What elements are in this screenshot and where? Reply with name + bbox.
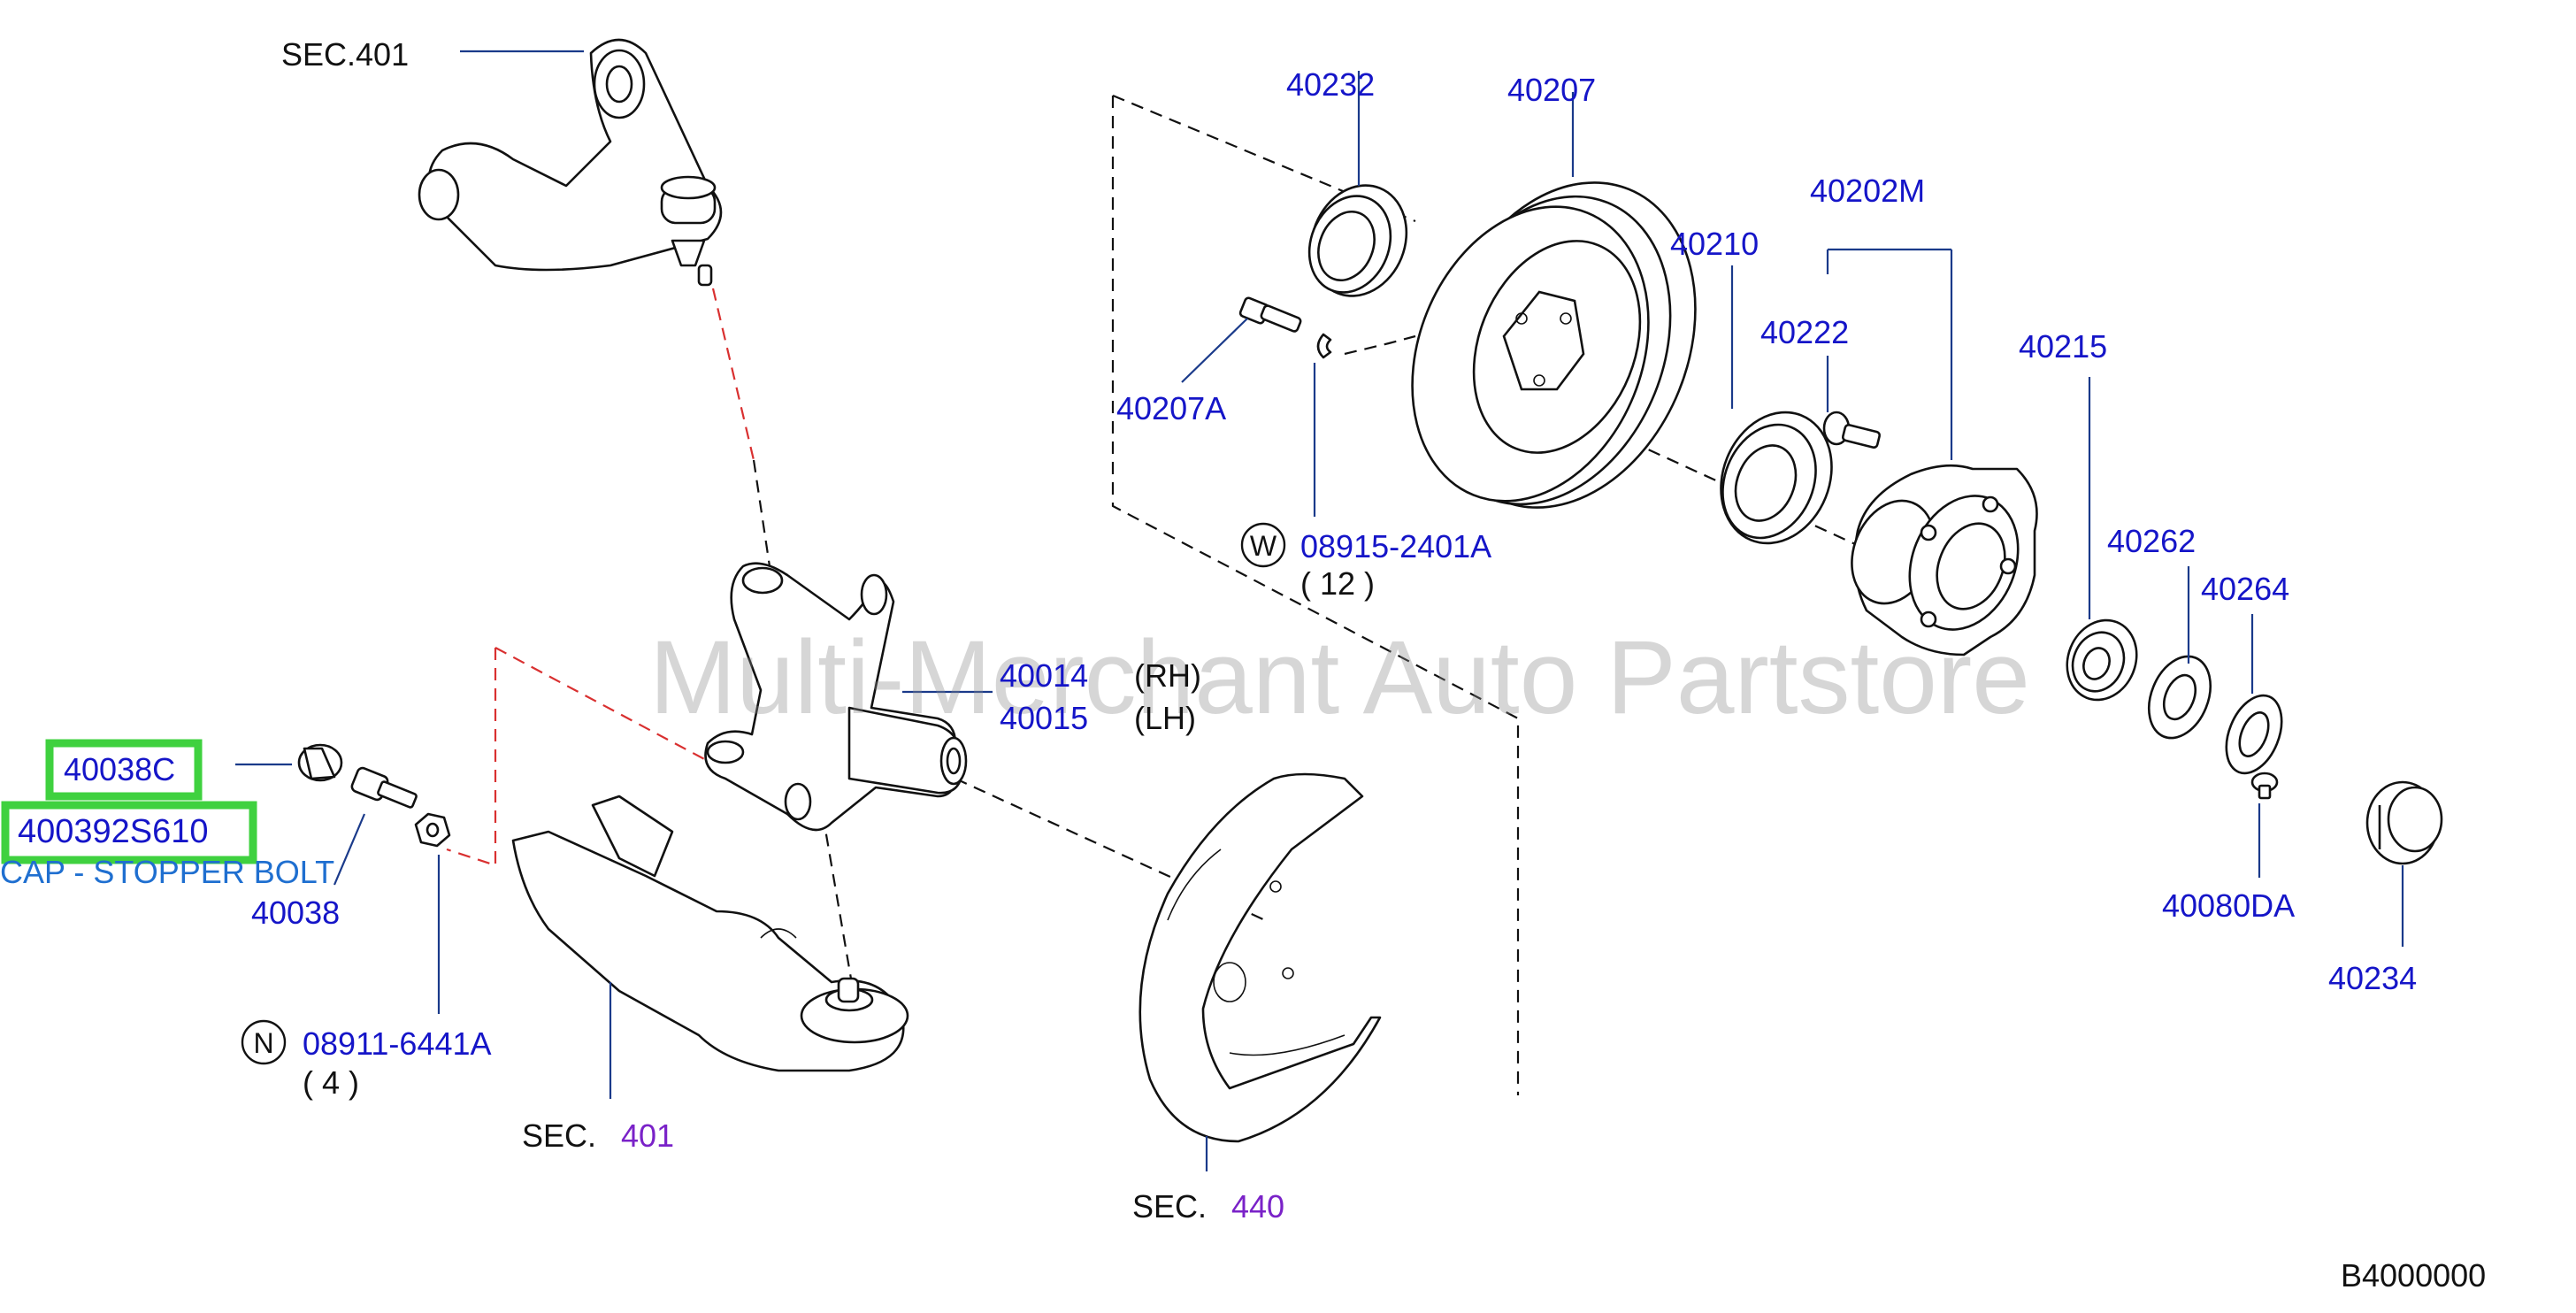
- label-40038[interactable]: 40038: [251, 895, 340, 931]
- w-symbol: W: [1240, 522, 1286, 568]
- oil-seal-40232-drawing: [1307, 184, 1408, 297]
- brake-rotor-drawing: [1411, 181, 1697, 509]
- label-sec440-prefix: SEC.: [1132, 1188, 1207, 1225]
- label-40210[interactable]: 40210: [1670, 226, 1759, 262]
- washer-08915-drawing: [1316, 333, 1332, 359]
- w-symbol-letter: W: [1250, 530, 1277, 562]
- label-cap-stopper-bolt: CAP - STOPPER BOLT: [0, 854, 334, 890]
- label-sec-bottom-prefix: SEC.: [522, 1117, 596, 1154]
- label-40234[interactable]: 40234: [2328, 960, 2417, 996]
- bearing-40215-drawing: [2066, 618, 2138, 702]
- steering-knuckle-drawing: [704, 562, 968, 832]
- washer-40262-drawing: [2148, 655, 2212, 740]
- upper-control-arm-drawing: [418, 38, 723, 287]
- label-40080da[interactable]: 40080DA: [2162, 887, 2295, 924]
- n-symbol-letter: N: [253, 1027, 273, 1059]
- diagram-code: B4000000: [2341, 1257, 2486, 1294]
- bearing-40210-drawing: [1720, 411, 1833, 545]
- label-40215[interactable]: 40215: [2019, 328, 2107, 365]
- wheel-hub-drawing: [1851, 464, 2038, 656]
- label-40202m[interactable]: 40202M: [1810, 173, 1925, 209]
- label-40038c[interactable]: 40038C: [64, 751, 175, 787]
- label-40015[interactable]: 40015: [1000, 700, 1088, 736]
- label-40207[interactable]: 40207: [1507, 72, 1596, 108]
- label-08915-2401a[interactable]: 08915-2401A: [1300, 528, 1491, 564]
- label-sec401-top[interactable]: SEC.401: [281, 36, 409, 73]
- label-lh: (LH): [1134, 700, 1196, 736]
- label-sec-440[interactable]: 440: [1231, 1188, 1284, 1225]
- highlight-400392s610: [1, 801, 257, 864]
- leader-lines: [235, 50, 2404, 1171]
- screw-40080da-drawing: [2250, 772, 2279, 800]
- grease-cap-40234-drawing: [2365, 780, 2443, 865]
- label-40207a[interactable]: 40207A: [1116, 390, 1226, 426]
- label-40014[interactable]: 40014: [1000, 657, 1088, 694]
- stopper-bolt-drawing: [297, 743, 451, 848]
- label-400392s610[interactable]: 400392S610: [18, 813, 209, 850]
- n-symbol: N: [241, 1019, 287, 1065]
- bolt-40207a-drawing: [1238, 296, 1302, 333]
- highlight-40038c: [45, 739, 203, 801]
- label-40262[interactable]: 40262: [2107, 523, 2196, 559]
- part-labels: SEC.401 40232 40207 40202M 40210 40222 4…: [0, 36, 2486, 1294]
- label-08911-6441a[interactable]: 08911-6441A: [303, 1025, 492, 1062]
- label-qty-4: ( 4 ): [303, 1064, 359, 1101]
- watermark-text: Multi-Merchant Auto Partstore: [649, 619, 2030, 736]
- label-sec-401-bottom[interactable]: 401: [621, 1117, 674, 1154]
- label-40232[interactable]: 40232: [1286, 66, 1375, 103]
- label-qty-12: ( 12 ): [1300, 565, 1375, 602]
- hub-bolt-40222-drawing: [1822, 411, 1882, 449]
- label-40222[interactable]: 40222: [1760, 314, 1849, 350]
- splash-guard-drawing: [1138, 772, 1382, 1143]
- label-40264[interactable]: 40264: [2201, 571, 2289, 607]
- lower-control-arm-drawing: [511, 795, 909, 1072]
- label-rh: (RH): [1134, 657, 1201, 694]
- plate-40264-drawing: [2225, 694, 2283, 775]
